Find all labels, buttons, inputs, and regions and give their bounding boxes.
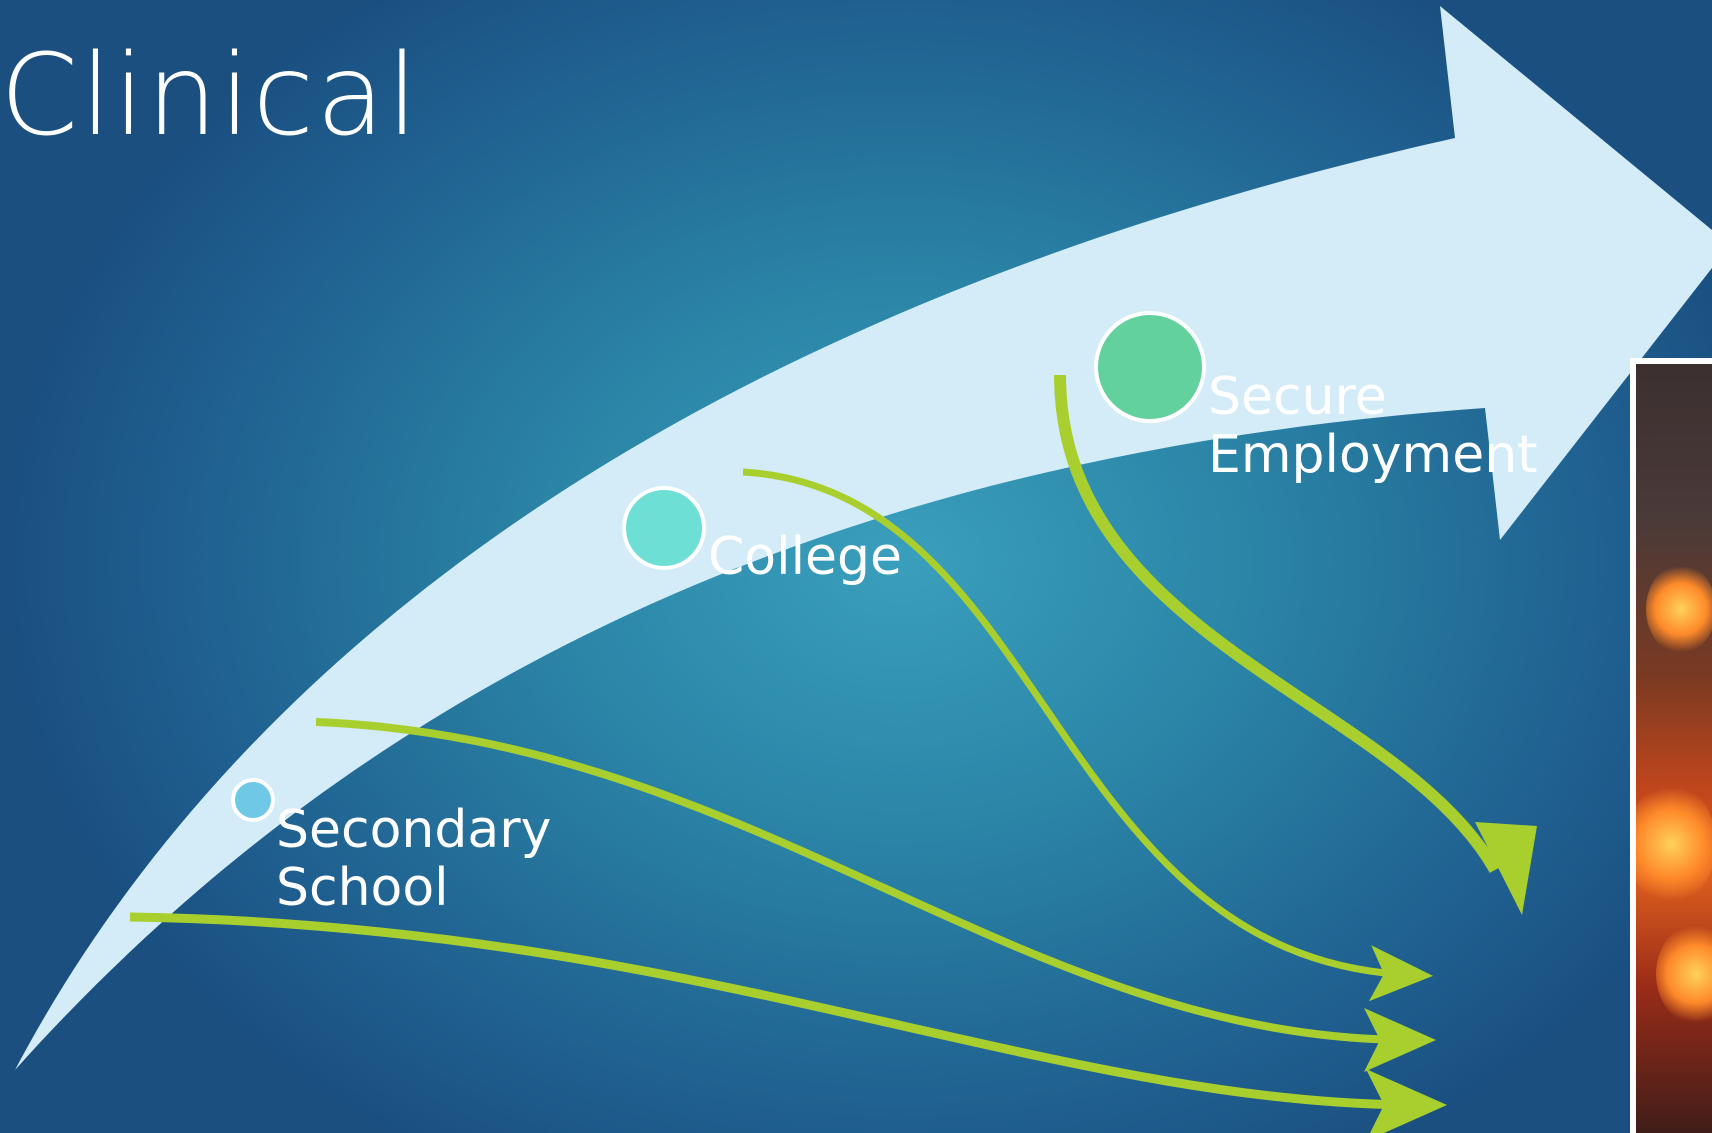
marker-college (622, 486, 706, 570)
marker-secondary-school (231, 778, 275, 822)
exit-arrow-2 (315, 718, 1436, 1072)
label-secondary-school: Secondary School (276, 800, 552, 918)
fire-illustration-image (1630, 358, 1712, 1133)
label-college: College (708, 527, 903, 587)
exit-arrow-4 (1054, 374, 1501, 873)
exit-arrow-1 (129, 912, 1447, 1133)
exit-arrow-4-head (1475, 822, 1537, 915)
exit-arrow-3 (742, 468, 1433, 1002)
main-pathway-arrow (15, 6, 1712, 1070)
slide-title: Clinical (0, 31, 420, 161)
marker-secure-employment (1094, 311, 1206, 423)
label-secure-employment: Secure Employment (1208, 367, 1538, 485)
